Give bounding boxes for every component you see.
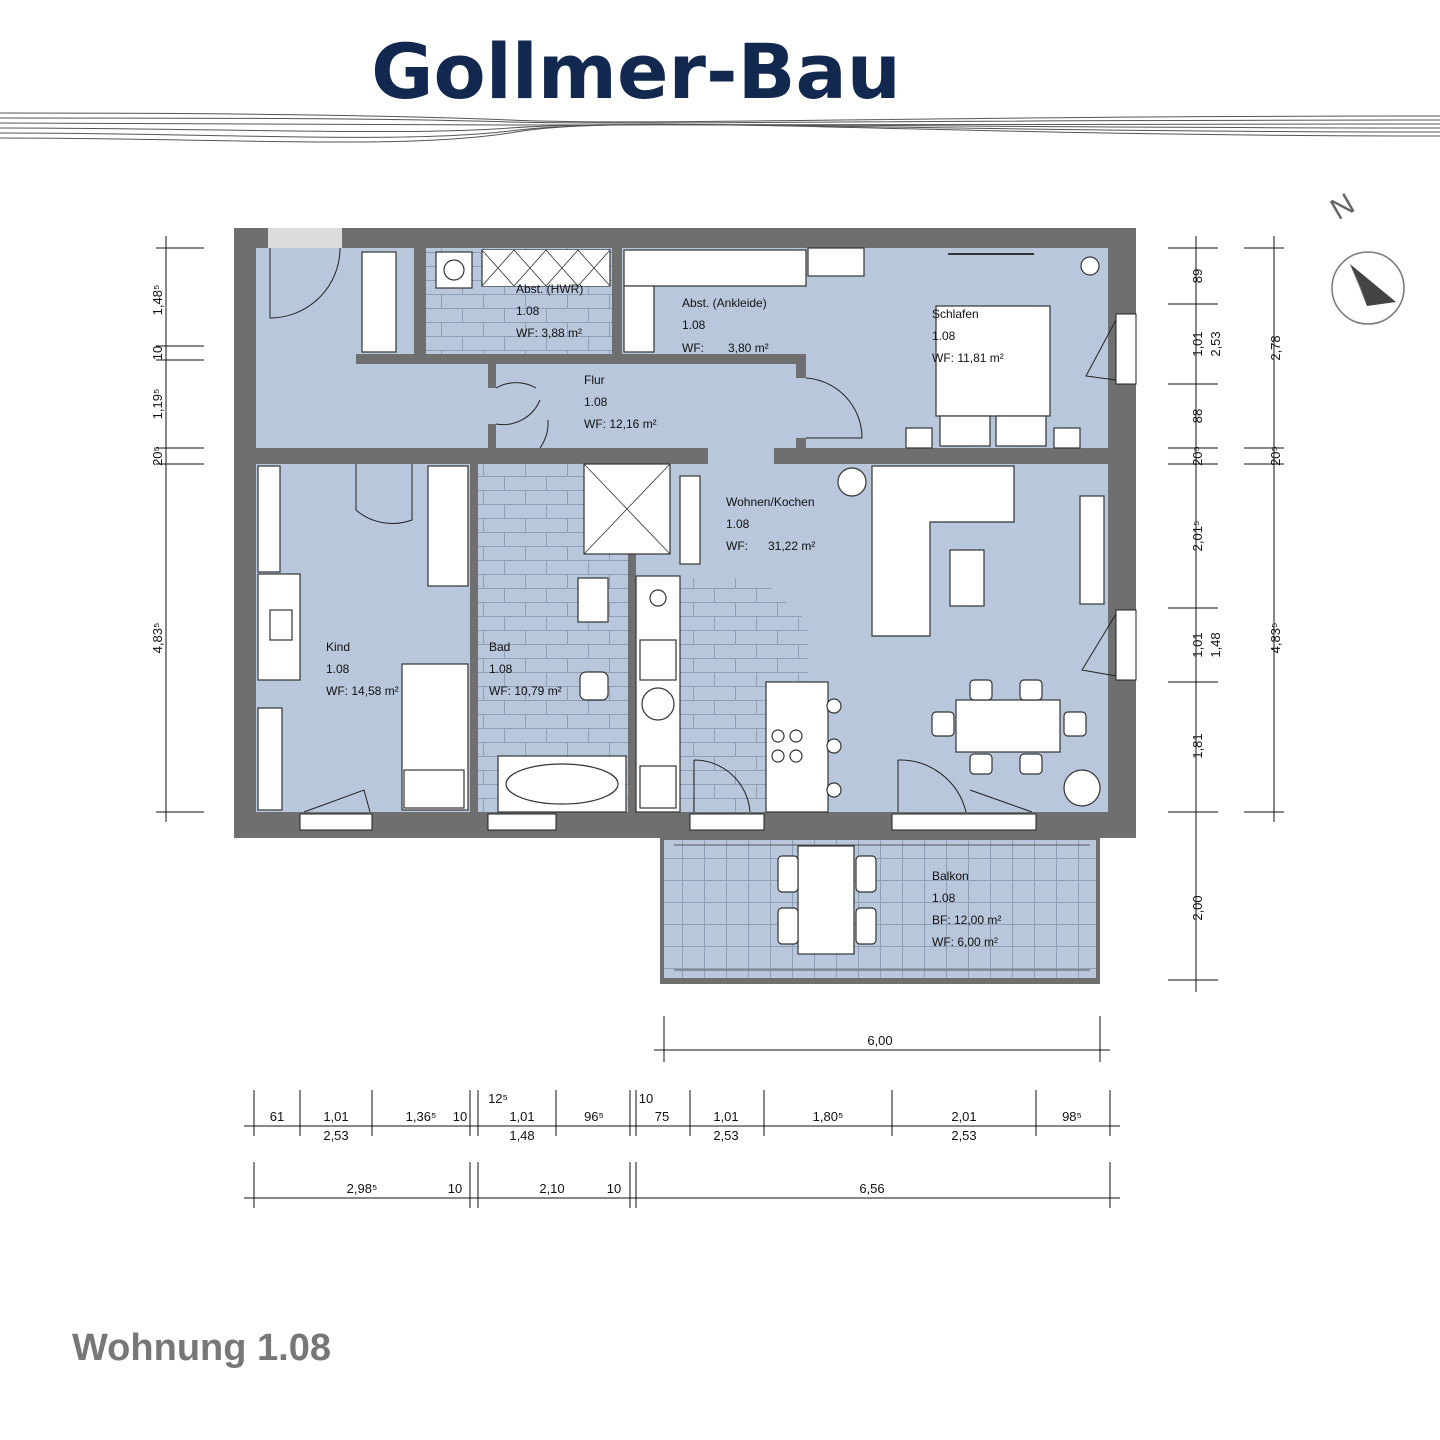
room-label-ankleide: Abst. (Ankleide) 1.08 WF: 3,80 m²: [682, 296, 769, 355]
room-label-wohnen: Wohnen/Kochen 1.08 WF: 31,22 m²: [726, 495, 815, 553]
dim-label: 10: [448, 1181, 462, 1196]
room-area: WF: 12,16 m²: [584, 417, 657, 431]
room-labels: Abst. (HWR) 1.08 WF: 3,88 m² Abst. (Ankl…: [326, 282, 1004, 949]
dim-label: 2,10: [539, 1181, 564, 1196]
dim-label: 10: [150, 346, 165, 360]
header-wave-lines: [0, 112, 1440, 143]
room-number: 1.08: [932, 891, 956, 905]
dim-label: 10: [639, 1091, 653, 1106]
north-compass: N: [1325, 187, 1405, 325]
balcony-table-set: [777, 845, 877, 955]
dim-label: 2,78: [1268, 335, 1283, 360]
room-area: 3,80 m²: [728, 341, 769, 355]
room-area: WF: 10,79 m²: [489, 684, 562, 698]
room-name: Abst. (HWR): [516, 282, 583, 296]
dim-label: 20⁵: [1268, 446, 1283, 466]
dim-label: 20⁵: [1190, 446, 1205, 466]
room-name: Wohnen/Kochen: [726, 495, 815, 509]
balcony: [660, 838, 1100, 984]
dim-label: 1,01: [713, 1109, 738, 1124]
dim-label: 2,53: [323, 1128, 348, 1143]
room-bf: BF: 12,00 m²: [932, 913, 1001, 927]
dimension-labels-right: 89 1,01 2,53 88 20⁵ 2,01⁵ 1,01 1,48 1,81…: [1190, 269, 1283, 921]
room-label-balkon: Balkon 1.08 BF: 12,00 m² WF: 6,00 m²: [932, 869, 1001, 949]
dim-label: 2,53: [1208, 331, 1223, 356]
dim-label: 1,48⁵: [150, 285, 165, 316]
dim-label: 75: [655, 1109, 669, 1124]
room-name: Balkon: [932, 869, 969, 883]
dim-label: 10: [607, 1181, 621, 1196]
room-label-hwr: Abst. (HWR) 1.08 WF: 3,88 m²: [516, 282, 583, 340]
room-area: WF: 3,88 m²: [516, 326, 582, 340]
room-label-schlafen: Schlafen 1.08 WF: 11,81 m²: [932, 307, 1004, 365]
room-label-kind: Kind 1.08 WF: 14,58 m²: [326, 640, 399, 698]
interior-walls: [256, 248, 1108, 812]
room-number: 1.08: [516, 304, 540, 318]
dim-label: 2,53: [713, 1128, 738, 1143]
furniture: [257, 247, 1105, 813]
dim-label: 4,83⁵: [150, 623, 165, 654]
brand-logo: Gollmer-Bau: [371, 27, 901, 116]
dim-label: 1,48: [1208, 632, 1223, 657]
dim-label: 1,01: [509, 1109, 534, 1124]
room-area: WF: 11,81 m²: [932, 351, 1004, 365]
dim-label: 89: [1190, 269, 1205, 283]
dimension-lines: [156, 236, 1284, 1208]
dim-label: 1,80⁵: [813, 1109, 844, 1124]
room-number: 1.08: [726, 517, 750, 531]
dim-label: 1,19⁵: [150, 389, 165, 420]
room-area: WF: 14,58 m²: [326, 684, 399, 698]
dim-label: 20⁵: [150, 446, 165, 466]
room-number: 1.08: [932, 329, 956, 343]
dim-label: 2,00: [1190, 895, 1205, 920]
room-wf-label: WF:: [726, 539, 748, 553]
dim-label: 1,36⁵: [406, 1109, 437, 1124]
header: Gollmer-Bau: [0, 27, 1440, 143]
room-area: 31,22 m²: [768, 539, 815, 553]
dimension-labels-left: 1,48⁵ 10 1,19⁵ 20⁵ 4,83⁵: [150, 285, 165, 654]
room-area: WF: 6,00 m²: [932, 935, 998, 949]
room-name: Schlafen: [932, 307, 979, 321]
doors-windows: [269, 247, 1137, 831]
room-name: Kind: [326, 640, 350, 654]
dim-label: 61: [270, 1109, 284, 1124]
dim-label: 2,01: [951, 1109, 976, 1124]
dim-label: 96⁵: [584, 1109, 604, 1124]
room-name: Flur: [584, 373, 605, 387]
dim-label: 2,01⁵: [1190, 521, 1205, 552]
dim-label: 1,01: [323, 1109, 348, 1124]
room-number: 1.08: [584, 395, 608, 409]
room-label-flur: Flur 1.08 WF: 12,16 m²: [584, 373, 657, 431]
dimension-labels-bottom: 6,00 61 1,01 1,36⁵ 10 12⁵ 1,01 96⁵ 10 75…: [270, 1033, 1082, 1196]
room-number: 1.08: [682, 318, 706, 332]
room-number: 1.08: [489, 662, 513, 676]
balcony-width-label: 6,00: [867, 1033, 892, 1048]
dim-label: 6,56: [859, 1181, 884, 1196]
room-number: 1.08: [326, 662, 350, 676]
dim-label: 98⁵: [1062, 1109, 1082, 1124]
dim-label: 1,81: [1190, 733, 1205, 758]
dim-label: 12⁵: [488, 1091, 508, 1106]
dim-label: 2,98⁵: [347, 1181, 378, 1196]
apartment-title: Wohnung 1.08: [72, 1327, 331, 1369]
dim-label: 1,01: [1190, 632, 1205, 657]
dim-label: 2,53: [951, 1128, 976, 1143]
north-label: N: [1325, 187, 1360, 226]
dim-label: 88: [1190, 409, 1205, 423]
dim-label: 1,48: [509, 1128, 534, 1143]
room-name: Bad: [489, 640, 510, 654]
room-label-bad: Bad 1.08 WF: 10,79 m²: [489, 640, 562, 698]
room-wf-label: WF:: [682, 341, 704, 355]
dim-label: 1,01: [1190, 331, 1205, 356]
room-name: Abst. (Ankleide): [682, 296, 767, 310]
dim-label: 4,83⁵: [1268, 623, 1283, 654]
dim-label: 10: [453, 1109, 467, 1124]
